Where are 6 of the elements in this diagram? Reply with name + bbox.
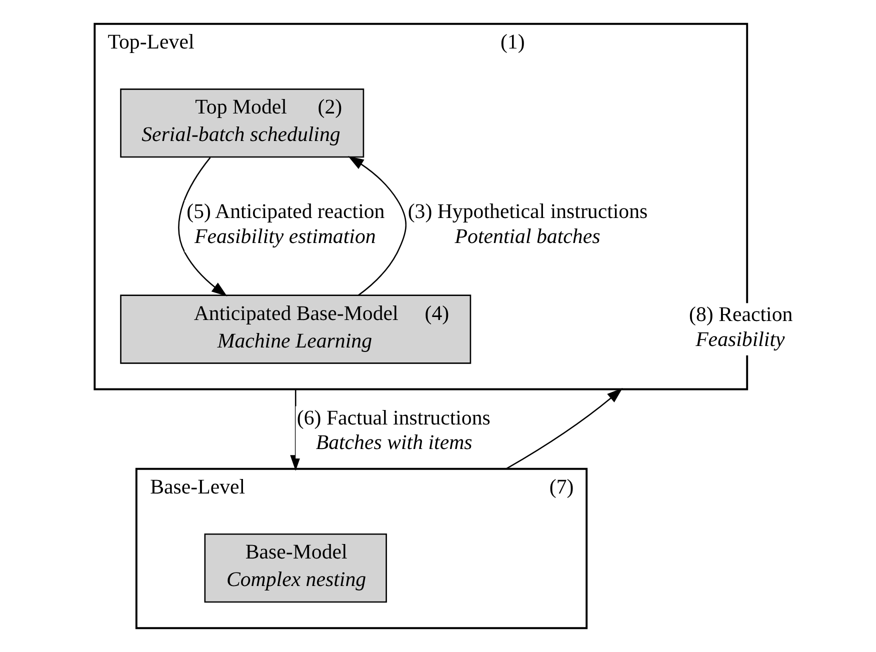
edge-label: Potential batches (454, 224, 600, 248)
edge-label: (3) Hypothetical instructions (407, 199, 648, 224)
edge-label: Feasibility estimation (194, 224, 376, 248)
edge-label: Batches with items (315, 430, 472, 454)
edge-label: (5) Anticipated reaction (186, 199, 384, 224)
edge-label: (6) Factual instructions (296, 405, 490, 430)
